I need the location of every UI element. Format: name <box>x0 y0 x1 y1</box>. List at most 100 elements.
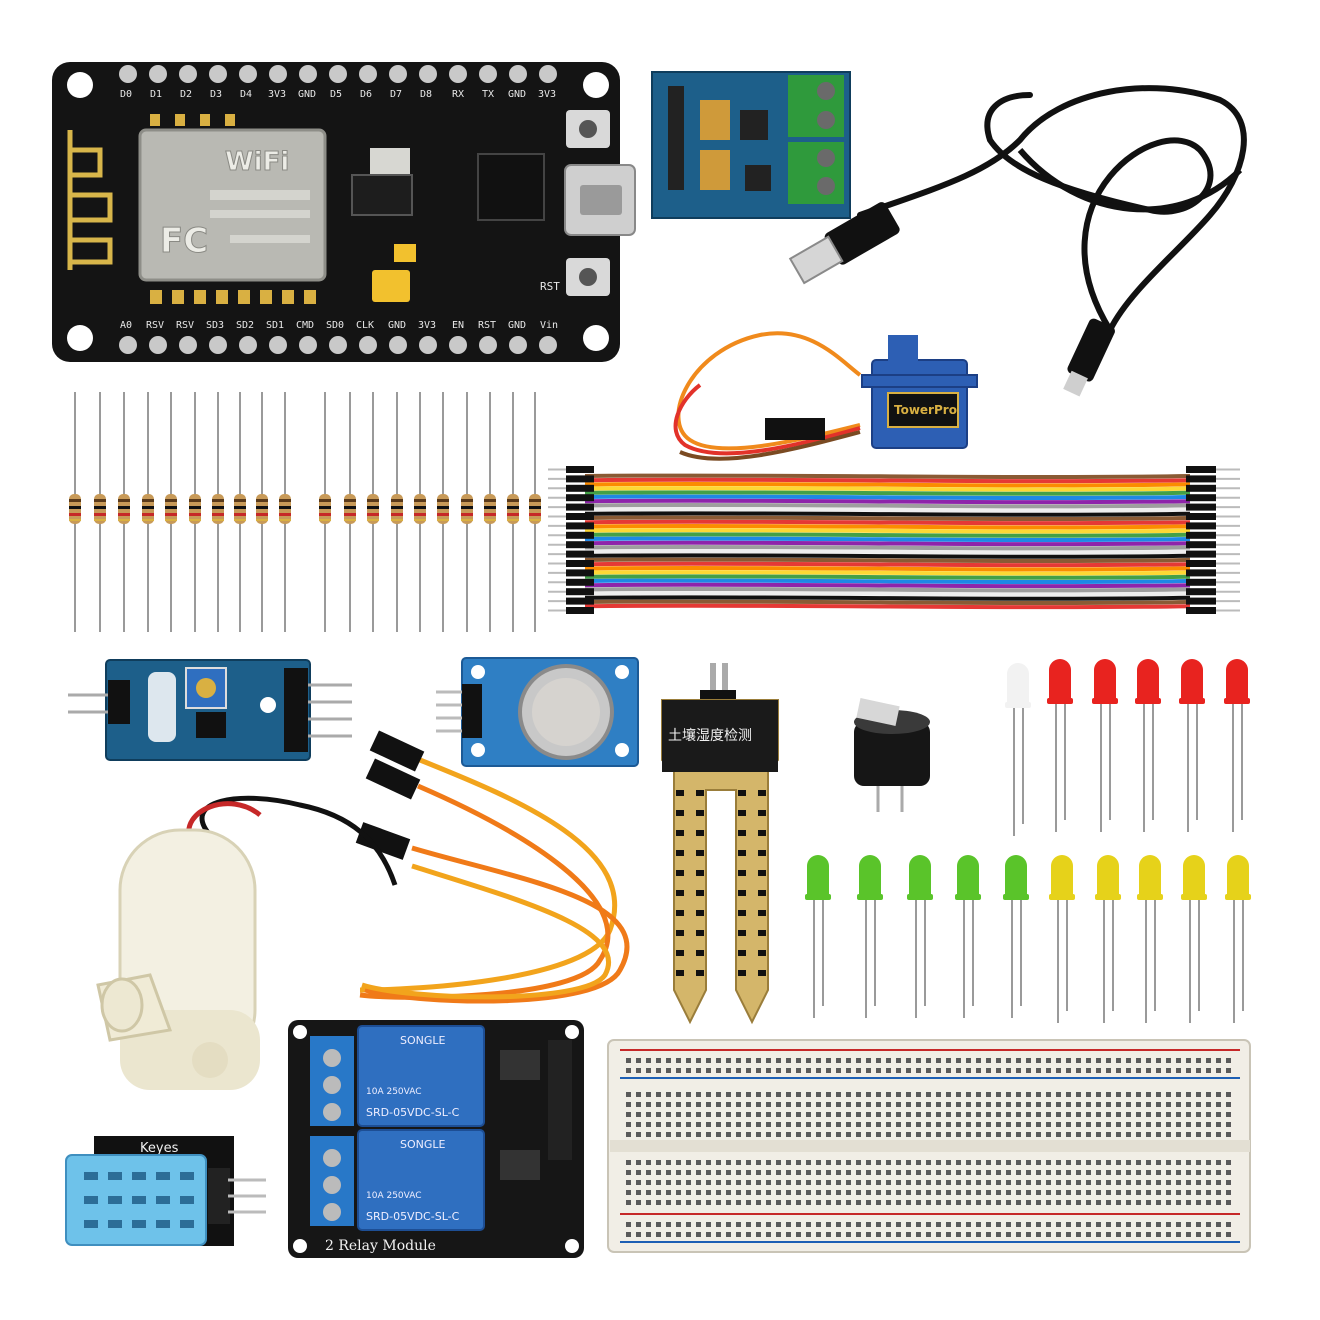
breadboard-hole <box>1156 1190 1161 1195</box>
pin-label: SD3 <box>206 320 224 331</box>
breadboard-hole <box>1216 1102 1221 1107</box>
breadboard-hole <box>786 1232 791 1237</box>
breadboard-hole <box>996 1170 1001 1175</box>
breadboard-hole <box>1036 1200 1041 1205</box>
breadboard-hole <box>1146 1132 1151 1137</box>
breadboard-hole <box>1016 1068 1021 1073</box>
breadboard-hole <box>786 1200 791 1205</box>
led <box>805 855 831 1018</box>
breadboard-hole <box>966 1132 971 1137</box>
breadboard-hole <box>636 1190 641 1195</box>
breadboard-hole <box>1066 1132 1071 1137</box>
breadboard-hole <box>816 1132 821 1137</box>
breadboard-hole <box>1166 1170 1171 1175</box>
breadboard-hole <box>946 1170 951 1175</box>
breadboard-hole <box>976 1092 981 1097</box>
breadboard-hole <box>896 1190 901 1195</box>
breadboard-hole <box>1216 1068 1221 1073</box>
breadboard-hole <box>1146 1058 1151 1063</box>
breadboard-hole <box>636 1160 641 1165</box>
breadboard-hole <box>856 1170 861 1175</box>
led <box>955 855 981 1018</box>
wire-connector <box>1186 569 1216 577</box>
breadboard-hole <box>1196 1200 1201 1205</box>
breadboard-hole <box>1026 1068 1031 1073</box>
breadboard-hole <box>656 1122 661 1127</box>
breadboard-hole <box>1226 1132 1231 1137</box>
breadboard-hole <box>866 1122 871 1127</box>
jumper-wire <box>584 507 1191 513</box>
breadboard-hole <box>1186 1160 1191 1165</box>
breadboard-hole <box>1216 1058 1221 1063</box>
breadboard-hole <box>876 1112 881 1117</box>
breadboard-hole <box>826 1092 831 1097</box>
breadboard-hole <box>796 1190 801 1195</box>
breadboard-hole <box>976 1112 981 1117</box>
breadboard-hole <box>796 1102 801 1107</box>
breadboard-hole <box>926 1068 931 1073</box>
breadboard-hole <box>1056 1180 1061 1185</box>
breadboard-hole <box>936 1112 941 1117</box>
breadboard-hole <box>1036 1232 1041 1237</box>
breadboard-hole <box>806 1102 811 1107</box>
breadboard-hole <box>1116 1200 1121 1205</box>
breadboard-hole <box>826 1112 831 1117</box>
breadboard-hole <box>1046 1132 1051 1137</box>
breadboard-hole <box>666 1102 671 1107</box>
breadboard-hole <box>1166 1068 1171 1073</box>
breadboard-hole <box>796 1222 801 1227</box>
led <box>1225 855 1251 1023</box>
breadboard-hole <box>1006 1112 1011 1117</box>
soil-moisture-probe: 土壤湿度检测 <box>661 663 779 1025</box>
breadboard-hole <box>1156 1058 1161 1063</box>
breadboard-hole <box>1186 1232 1191 1237</box>
breadboard-hole <box>746 1222 751 1227</box>
breadboard-hole <box>1086 1102 1091 1107</box>
breadboard-hole <box>956 1232 961 1237</box>
breadboard-hole <box>1166 1200 1171 1205</box>
breadboard-hole <box>956 1222 961 1227</box>
breadboard-hole <box>1026 1092 1031 1097</box>
breadboard-hole <box>1106 1232 1111 1237</box>
led <box>1137 855 1163 1023</box>
breadboard-hole <box>796 1160 801 1165</box>
breadboard-hole <box>1066 1170 1071 1175</box>
wire-connector <box>1186 550 1216 558</box>
breadboard-hole <box>1216 1170 1221 1175</box>
breadboard-hole <box>836 1102 841 1107</box>
breadboard-hole <box>666 1160 671 1165</box>
two-relay-module: SONGLE 10A 250VAC SRD-05VDC-SL-C SONGLE … <box>288 1020 584 1258</box>
resistor <box>367 392 379 632</box>
breadboard-hole <box>1186 1102 1191 1107</box>
jumper-wire <box>584 498 1191 505</box>
breadboard-hole <box>1136 1092 1141 1097</box>
breadboard-hole <box>1216 1200 1221 1205</box>
breadboard-hole <box>806 1068 811 1073</box>
breadboard-hole <box>906 1068 911 1073</box>
breadboard-hole <box>1156 1092 1161 1097</box>
breadboard-hole <box>1056 1122 1061 1127</box>
breadboard-hole <box>956 1102 961 1107</box>
breadboard-hole <box>1126 1222 1131 1227</box>
breadboard-hole <box>866 1102 871 1107</box>
breadboard-hole <box>986 1132 991 1137</box>
breadboard-hole <box>866 1222 871 1227</box>
breadboard-hole <box>986 1102 991 1107</box>
breadboard-hole <box>886 1122 891 1127</box>
breadboard-hole <box>986 1122 991 1127</box>
breadboard-hole <box>986 1058 991 1063</box>
breadboard-hole <box>756 1058 761 1063</box>
breadboard-hole <box>776 1112 781 1117</box>
breadboard-hole <box>1126 1068 1131 1073</box>
breadboard-hole <box>1066 1112 1071 1117</box>
breadboard-hole <box>716 1132 721 1137</box>
breadboard-hole <box>626 1180 631 1185</box>
breadboard-hole <box>846 1058 851 1063</box>
breadboard-hole <box>1006 1190 1011 1195</box>
breadboard-hole <box>1086 1170 1091 1175</box>
breadboard-hole <box>756 1232 761 1237</box>
usb-serial-chip <box>477 153 545 221</box>
breadboard-hole <box>916 1122 921 1127</box>
breadboard-hole <box>656 1068 661 1073</box>
breadboard-hole <box>966 1160 971 1165</box>
